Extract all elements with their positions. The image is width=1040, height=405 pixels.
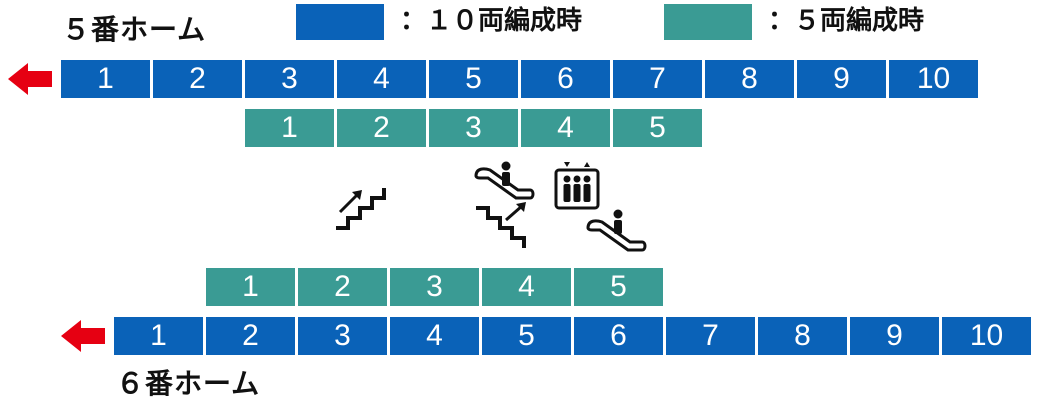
car-number: 6 <box>574 317 663 355</box>
legend-five-car-label: ：５両編成時 <box>768 6 925 36</box>
legend-ten-car-label: ：１０両編成時 <box>400 6 583 36</box>
escalator-up-icon <box>472 160 536 200</box>
car-number: 2 <box>298 268 387 306</box>
legend-five-car-swatch <box>664 4 752 40</box>
stairs-down-icon <box>474 200 530 250</box>
car-number: 3 <box>429 109 518 147</box>
car-number: 3 <box>245 60 334 98</box>
car-number: 7 <box>666 317 755 355</box>
car-number: 5 <box>429 60 518 98</box>
car-number: 10 <box>889 60 978 98</box>
car-number: 3 <box>298 317 387 355</box>
car-number: 7 <box>613 60 702 98</box>
direction-arrow-icon <box>6 61 54 97</box>
stairs-up-icon <box>334 182 392 232</box>
car-number: 5 <box>574 268 663 306</box>
car-number: 9 <box>797 60 886 98</box>
platform-6-label: ６番ホーム <box>116 367 261 400</box>
car-number: 8 <box>758 317 847 355</box>
car-number: 1 <box>245 109 334 147</box>
car-number: 1 <box>206 268 295 306</box>
car-number: 2 <box>337 109 426 147</box>
car-number: 2 <box>153 60 242 98</box>
car-number: 6 <box>521 60 610 98</box>
car-number: 1 <box>61 60 150 98</box>
car-number: 4 <box>521 109 610 147</box>
direction-arrow-icon <box>59 318 107 354</box>
car-number: 4 <box>390 317 479 355</box>
car-number: 1 <box>114 317 203 355</box>
car-number: 3 <box>390 268 479 306</box>
car-number: 4 <box>482 268 571 306</box>
escalator-down-icon <box>584 208 648 252</box>
elevator-icon <box>554 160 600 210</box>
car-number: 4 <box>337 60 426 98</box>
car-number: 10 <box>942 317 1031 355</box>
car-number: 2 <box>206 317 295 355</box>
car-number: 9 <box>850 317 939 355</box>
platform-5-label: ５番ホーム <box>62 13 207 46</box>
car-number: 8 <box>705 60 794 98</box>
car-number: 5 <box>482 317 571 355</box>
legend-ten-car-swatch <box>296 4 384 40</box>
car-number: 5 <box>613 109 702 147</box>
